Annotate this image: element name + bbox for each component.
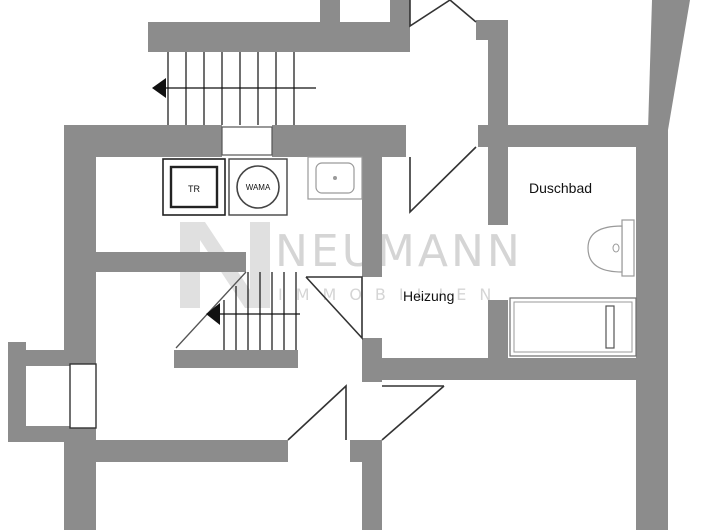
washer-drum [236,165,280,209]
door-swing-icon [409,0,451,28]
window-opening [221,126,273,156]
wall-segment [488,300,508,360]
stair-edge-line [175,271,247,349]
shower-tray-icon [509,297,637,357]
dryer-inner [169,165,219,209]
toilet-bowl [587,225,623,273]
shower-outline [509,297,637,357]
dryer-label: TR [188,184,200,194]
watermark-secondary-text: IMMOBILIEN [278,285,504,304]
arrow-left-icon [152,78,166,98]
arrow-left-icon [206,303,220,325]
wall-segment [488,147,508,225]
door-swing-icon [381,385,445,441]
wall-segment [64,125,96,350]
door-swing-icon [287,384,347,441]
toilet-drain [612,243,620,253]
door-swing-icon [409,146,477,214]
wall-segment [64,252,246,272]
window-frame [69,363,97,429]
toilet-tank [621,219,635,277]
washer-appliance: WAMA [228,158,288,216]
dryer-appliance: TR [162,158,226,216]
door-swing-icon [449,0,477,23]
staircase-lower [175,271,300,350]
wall-segment [8,350,96,366]
toilet-icon [587,219,635,277]
wall-segment [272,125,406,157]
doors [287,0,477,441]
wall-segment [320,0,340,22]
watermark-primary-text: NEUMANN [275,226,523,277]
wall-segment [64,440,288,462]
shower-drain [605,305,615,349]
wall-segment [648,0,690,130]
room-label-duschbad: Duschbad [529,180,592,196]
window-opening [26,366,70,426]
staircase-upper [152,52,316,125]
shower-inner [513,301,633,353]
wall-segment [362,440,382,530]
wall-segment [8,342,26,442]
sink-icon [307,156,363,200]
wall-segment [148,22,410,52]
wall-segment [362,358,668,380]
door-swing-icon [305,276,363,341]
wall-segment [478,125,668,147]
wall-segment [636,130,668,530]
wall-segment [390,0,410,52]
room-label-heizung: Heizung [403,288,454,304]
wall-segment [362,157,382,277]
wall-segment [174,350,298,368]
washer-label: WAMA [246,183,271,192]
wall-segment [488,20,508,150]
walls [8,0,690,530]
sink-drain [333,176,337,180]
